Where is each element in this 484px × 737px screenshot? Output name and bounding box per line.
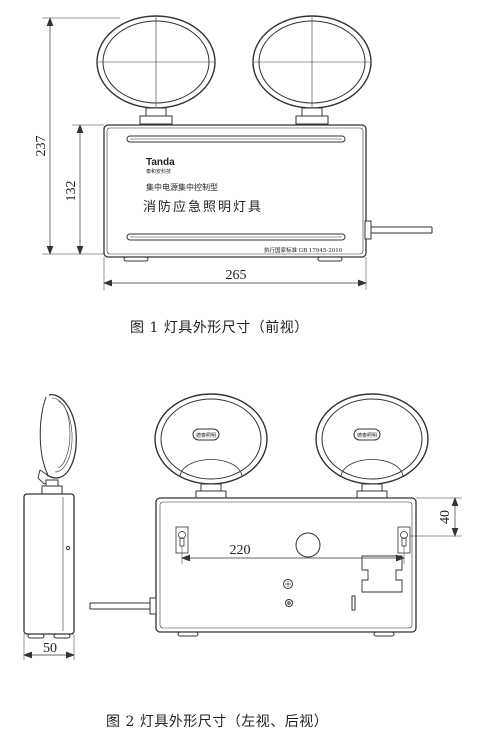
rear-right-lamp — [315, 393, 429, 499]
dimension-50 — [23, 634, 75, 660]
figure2-caption: 图 2 灯具外形尺寸（左视、后视） — [106, 714, 329, 730]
brand-logo: Tanda — [146, 157, 175, 168]
dim-label-265: 265 — [226, 268, 247, 283]
dim-label-40: 40 — [438, 510, 453, 524]
figure1-caption: 图 1 灯具外形尺寸（前视） — [130, 320, 309, 336]
brand-subtitle: 泰和安科技 — [146, 168, 171, 175]
rear-cable — [89, 597, 157, 615]
top-light-slot — [126, 135, 346, 143]
bottom-light-slot — [126, 233, 346, 241]
front-housing — [103, 124, 367, 258]
side-view: 50 — [23, 394, 77, 660]
dim-label-220: 220 — [230, 543, 251, 558]
dimension-220 — [181, 546, 405, 564]
wiring-bracket — [361, 555, 403, 593]
front-left-lamp — [96, 15, 216, 125]
side-housing — [23, 493, 75, 635]
dimension-132 — [72, 124, 104, 255]
front-right-lamp — [252, 15, 372, 125]
dimension-40 — [410, 497, 462, 537]
dimension-265 — [103, 257, 367, 290]
dim-label-132: 132 — [64, 181, 79, 202]
front-view: 237 132 265 Tanda 泰和安科技 集中电源集中控制型 消防应急照明… — [34, 15, 433, 290]
rear-view: 220 40 德泰照明 德泰照明 — [89, 393, 462, 637]
lamp-badge-left: 德泰照明 — [196, 432, 216, 439]
lamp-badge-right: 德泰照明 — [357, 432, 377, 439]
rear-left-lamp — [154, 393, 268, 499]
rear-housing — [155, 497, 417, 633]
standard-text: 执行国家标准 GB 17945-2010 — [264, 246, 343, 254]
product-type-text: 集中电源集中控制型 — [146, 182, 218, 192]
rear-round-cover — [295, 532, 321, 558]
front-cable — [364, 220, 433, 240]
product-name-text: 消防应急照明灯具 — [143, 199, 263, 215]
dimension-237 — [42, 17, 120, 255]
dim-label-237: 237 — [34, 136, 49, 157]
dim-label-50: 50 — [43, 641, 57, 656]
